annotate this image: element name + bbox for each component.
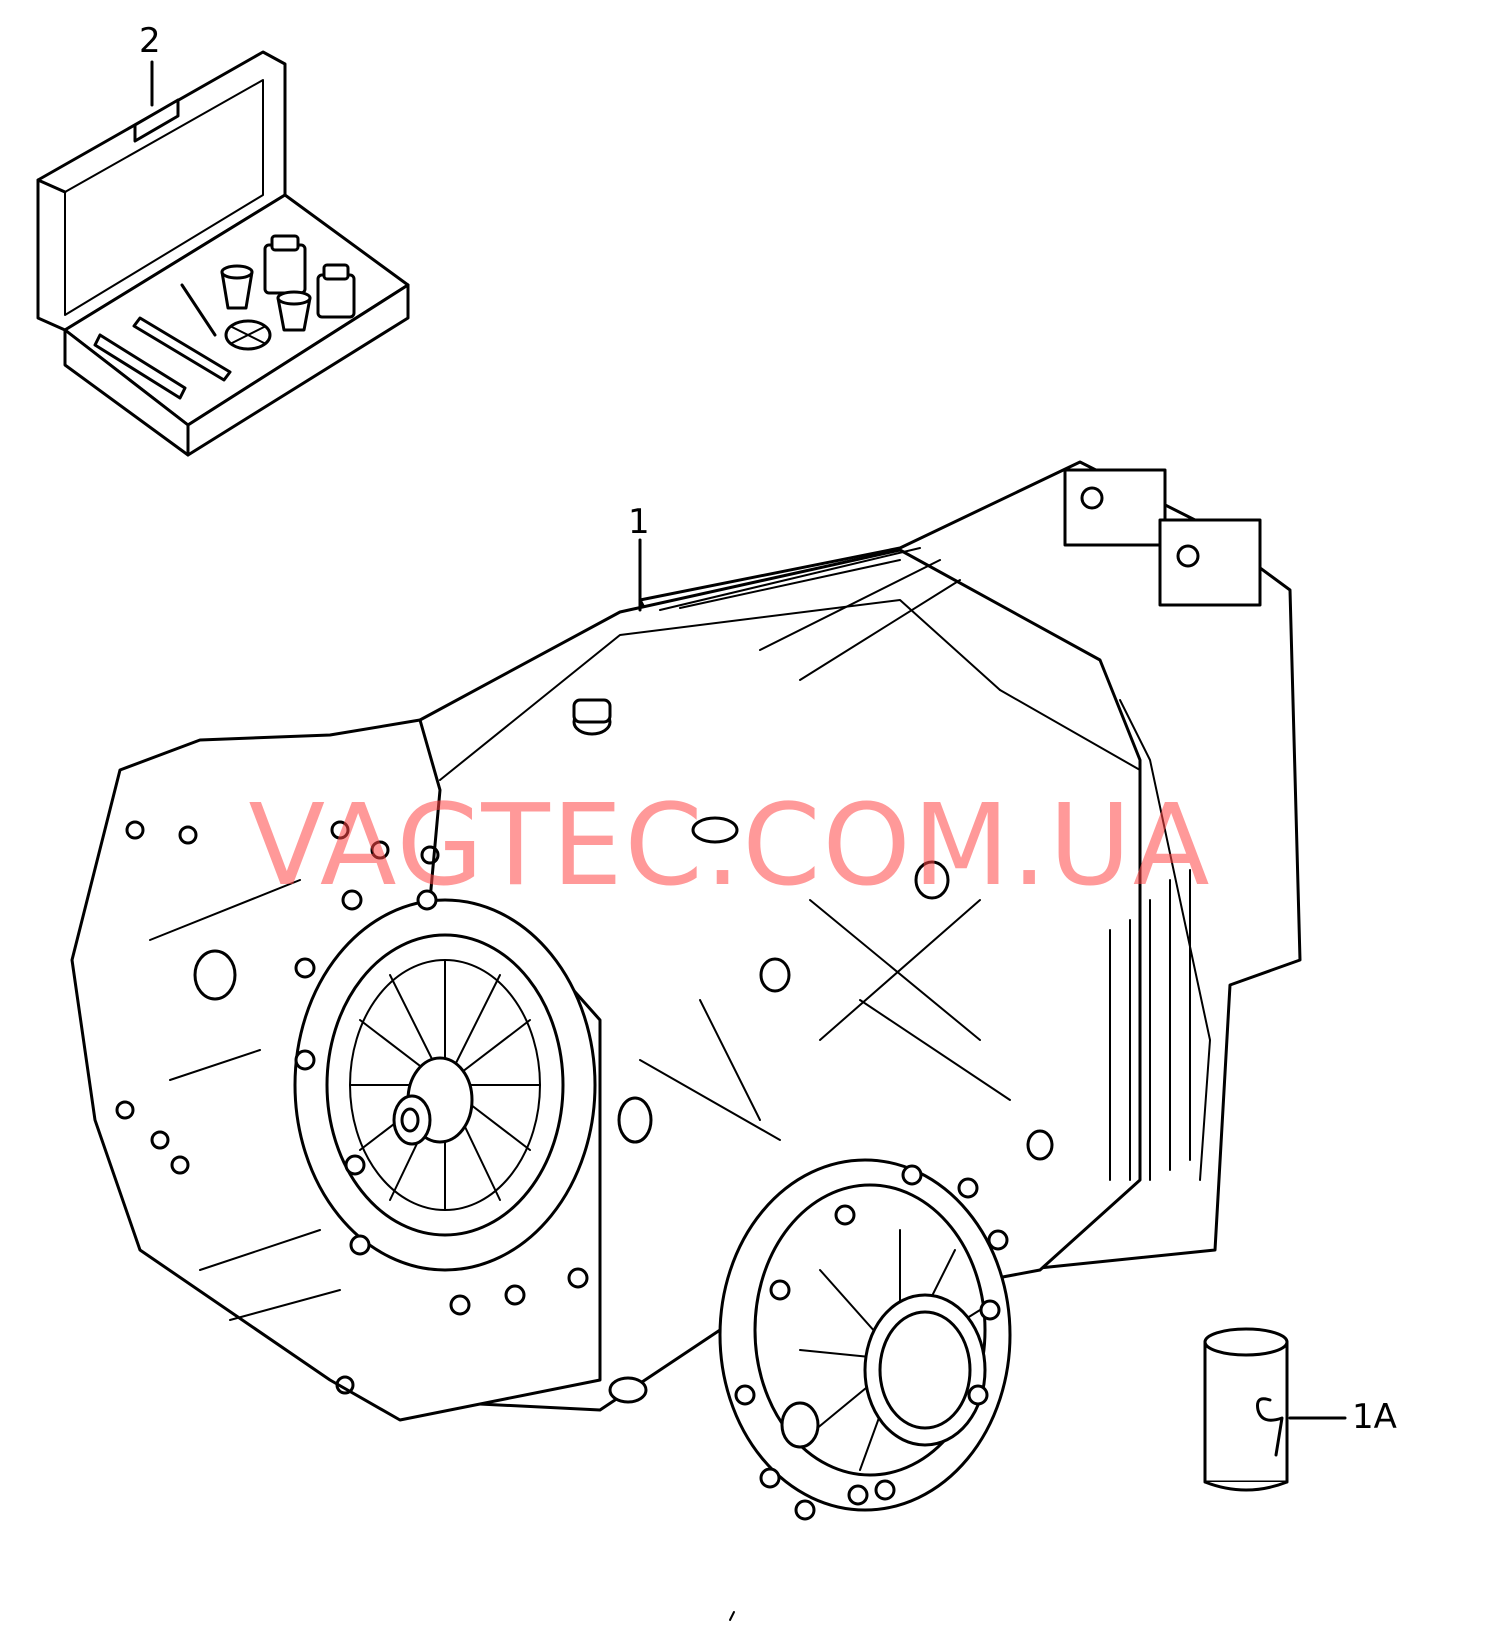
callout-1-label: 1 bbox=[628, 502, 650, 542]
watermark-text: VAGTEC.COM.UA bbox=[248, 781, 1212, 911]
callout-1a-label: 1A bbox=[1352, 1397, 1397, 1437]
repair-kit-illustration bbox=[36, 50, 410, 457]
callout-2-label: 2 bbox=[139, 21, 161, 61]
gearbox-illustration bbox=[70, 460, 1302, 1521]
stray-mark bbox=[729, 1611, 735, 1621]
oil-can-illustration bbox=[1203, 1327, 1289, 1492]
